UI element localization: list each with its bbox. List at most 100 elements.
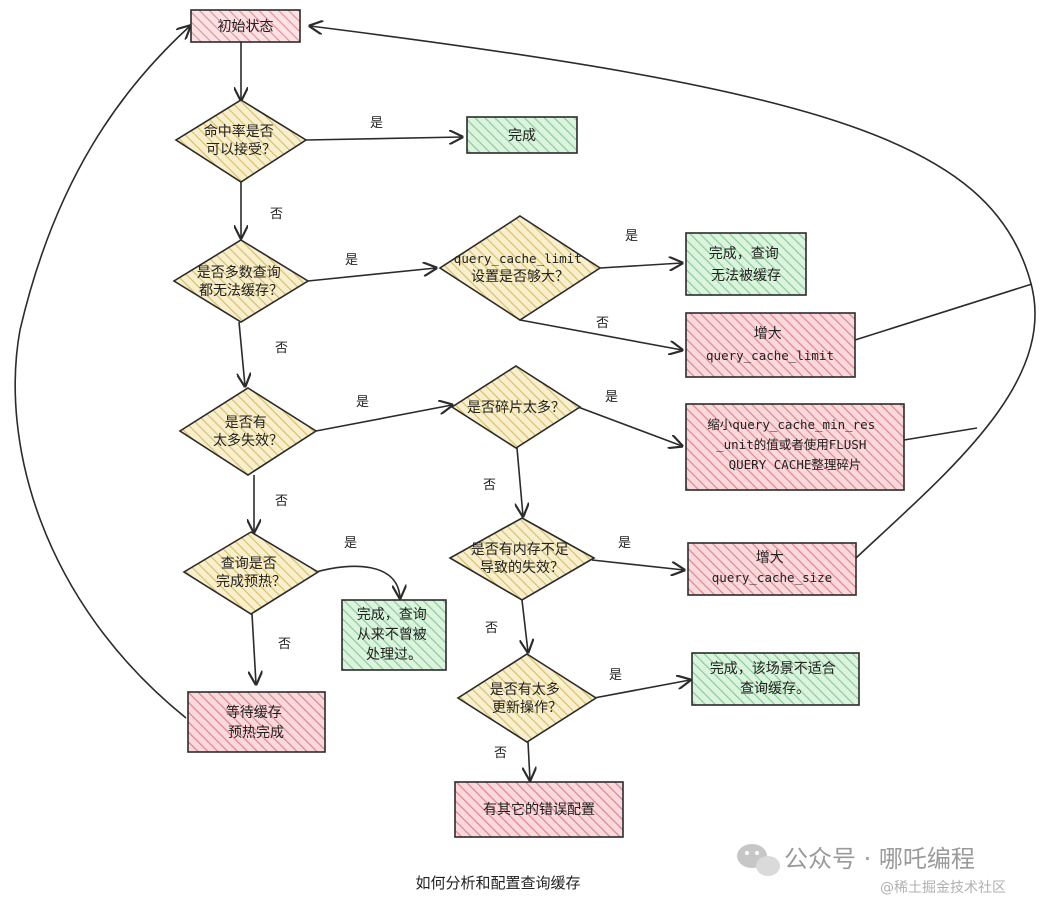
node-decision-invalidation: 是否有 太多失效？ [178,387,318,476]
edge-hit-yes-done [305,137,462,140]
edge-inc-limit-join [854,283,1033,341]
node-decision-memory-line: 是否有内存不足 [471,542,569,558]
watermark-site: @稀土掘金技术社区 [880,880,1006,896]
node-decision-cache-limit-line: 设置是否够大？ [471,269,569,285]
node-increase-size-shape [687,542,857,596]
label-hit-yes: 是 [370,116,383,131]
node-other-misconfig-text: 有其它的错误配置 [483,801,595,818]
node-decision-warmup-line: 完成预热？ [216,574,286,590]
edge-inval-yes-frag [315,405,452,432]
node-shrink-min-res-unit-line: QUERY CACHE整理碎片 [729,457,862,472]
watermark-account: 公众号 · 哪吒编程 [784,845,975,873]
label-update-yes: 是 [609,668,622,683]
node-done-never-processed: 完成，查询 从来不曾被 处理过。 [341,599,447,671]
node-decision-uncacheable: 是否多数查询 都无法缓存？ [172,239,310,323]
edge-frag-no-mem [517,447,523,516]
label-inval-yes: 是 [356,395,369,410]
node-done-never-processed-line: 处理过。 [366,647,422,663]
node-wait-warmup-line: 预热完成 [228,725,284,741]
node-shrink-min-res-unit-shape [685,403,905,491]
node-decision-updates-text: 是否有太多 更新操作？ [490,681,564,716]
label-inval-no: 否 [275,494,288,509]
node-decision-updates-line: 是否有太多 [490,681,560,698]
node-done-not-suitable-text: 完成，该场景不适合 查询缓存。 [710,661,840,697]
watermark: 公众号 · 哪吒编程 @稀土掘金技术社区 [737,844,1006,896]
node-decision-cache-limit-line: query_cache_limit [454,251,582,266]
edge-mem-no-update [522,599,528,652]
label-frag-no: 否 [483,478,496,493]
node-decision-cache-limit: query_cache_limit 设置是否够大？ [438,215,602,321]
node-decision-memory-text: 是否有内存不足 导致的失效？ [471,542,573,576]
node-done-not-suitable-shape [691,652,860,706]
label-uncache-no: 否 [275,341,288,356]
node-shrink-min-res-unit-line: 缩小query_cache_min_res [707,417,875,432]
node-decision-hit-rate-line: 命中率是否 [204,123,274,140]
edge-update-no-other [528,741,530,780]
label-hit-no: 否 [270,207,283,222]
node-decision-fragmentation: 是否碎片太多？ [450,365,582,449]
edge-shrink-join [903,427,978,441]
edge-warm-no-wait [252,613,256,684]
label-mem-no: 否 [485,621,498,636]
label-mem-yes: 是 [618,536,631,551]
node-increase-limit-shape [685,312,856,378]
node-decision-warmup: 查询是否 完成预热？ [182,531,320,615]
edge-uncache-yes-limit [307,268,436,282]
node-decision-invalidation-line: 太多失效？ [213,432,283,449]
edge-uncache-no-inval [239,321,245,386]
edge-limit-yes-done [599,263,682,268]
label-uncache-yes: 是 [345,253,358,268]
node-shrink-min-res-unit-text: 缩小query_cache_min_res _unit的值或者使用FLUSH Q… [707,417,883,472]
edge-warm-yes-done [315,565,400,598]
node-done-uncacheable-text: 完成，查询 无法被缓存 [709,246,783,284]
node-decision-fragmentation-line: 是否碎片太多？ [467,399,565,416]
node-decision-memory-line: 导致的失效？ [480,560,564,576]
node-other-misconfig-shape [454,781,624,838]
node-done-hit-line: 完成 [508,128,536,144]
node-done-never-processed-shape [341,599,447,671]
node-decision-hit-rate-line: 可以接受？ [206,141,276,158]
node-decision-warmup-line: 查询是否 [221,556,277,572]
node-increase-size-line: 增大 [756,550,784,566]
label-frag-yes: 是 [605,390,618,405]
node-decision-cache-limit-text: query_cache_limit 设置是否够大？ [454,251,586,285]
node-decision-uncacheable-text: 是否多数查询 都无法缓存？ [197,264,285,299]
node-decision-uncacheable-line: 是否多数查询 [197,264,281,281]
node-other-misconfig-line: 有其它的错误配置 [483,801,595,818]
node-increase-size-text: 增大 query_cache_size [712,550,832,585]
node-increase-size-line: query_cache_size [712,570,832,585]
edge-feedback-loop-start [310,26,1036,559]
node-done-never-processed-line: 从来不曾被 [357,627,427,643]
node-start-line: 初始状态 [218,18,274,35]
node-wait-warmup-text: 等待缓存 预热完成 [226,704,286,741]
node-increase-limit-line: query_cache_limit [706,348,834,363]
label-warm-no: 否 [278,637,291,652]
node-decision-hit-rate: 命中率是否 可以接受？ [174,99,308,183]
node-done-never-processed-line: 完成，查询 [357,607,427,623]
edge-wait-loop-start [14,26,190,719]
node-decision-uncacheable-line: 都无法缓存？ [199,283,283,299]
node-wait-warmup-line: 等待缓存 [226,704,282,721]
node-done-never-processed-text: 完成，查询 从来不曾被 处理过。 [357,607,431,663]
edge-update-yes-done [593,680,690,699]
node-decision-invalidation-line: 是否有 [225,415,267,431]
node-decision-hit-rate-text: 命中率是否 可以接受？ [204,123,278,158]
node-done-not-suitable-line: 完成，该场景不适合 [710,661,836,677]
node-done-hit-text: 完成 [508,128,536,144]
node-increase-size: 增大 query_cache_size [687,542,857,596]
node-shrink-min-res-unit-line: _unit的值或者使用FLUSH [716,437,866,452]
node-decision-updates: 是否有太多 更新操作？ [456,653,598,743]
nodes: 初始状态 命中率是否 可以接受？ 完成 是否多数查询 都无法缓存？ [172,9,905,838]
node-decision-warmup-text: 查询是否 完成预热？ [216,556,286,590]
node-decision-memory: 是否有内存不足 导致的失效？ [448,517,596,601]
node-start-text: 初始状态 [218,18,274,35]
node-done-hit-shape [466,116,578,154]
node-done-uncacheable-line: 无法被缓存 [711,268,781,284]
node-decision-invalidation-text: 是否有 太多失效？ [213,415,283,449]
label-update-no: 否 [494,746,507,761]
diagram-caption: 如何分析和配置查询缓存 [415,874,580,892]
node-decision-uncacheable-shape [172,239,310,323]
edge-mem-yes-inc [591,559,684,570]
node-wait-warmup: 等待缓存 预热完成 [187,691,326,753]
